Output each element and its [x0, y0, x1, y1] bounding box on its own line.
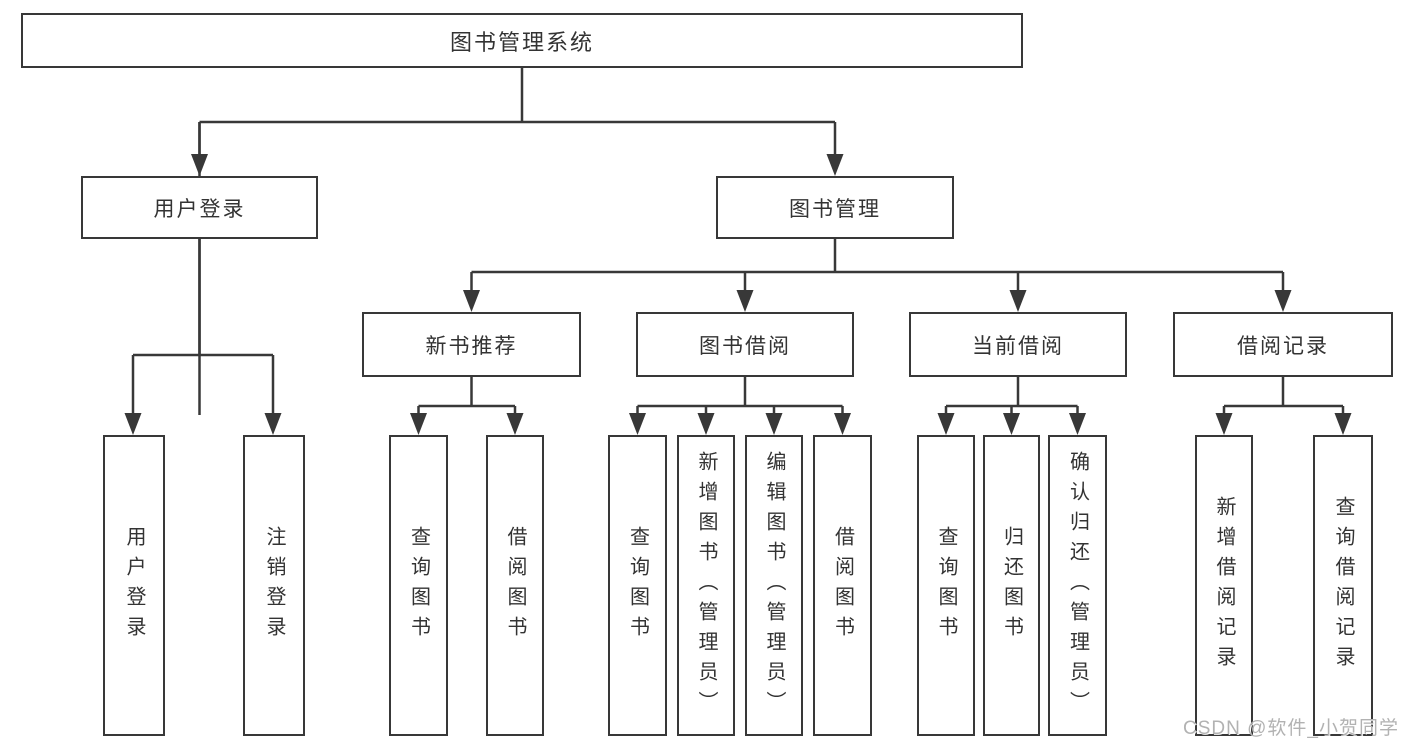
- leaf-user-login: 用户登录: [103, 435, 165, 736]
- leaf-rec-query-books: 查询图书: [389, 435, 448, 736]
- leaf-logout: 注销登录: [243, 435, 305, 736]
- node-user-login-label: 用户登录: [153, 197, 246, 221]
- connector-current-borrow: [944, 377, 1079, 415]
- connector-user-login: [131, 122, 275, 415]
- node-book-mgmt: 图书管理: [716, 176, 954, 239]
- connector-borrow-records: [1222, 377, 1345, 415]
- leaf-borrow-add-books-label: 新增图书（管理员）: [695, 450, 717, 721]
- connector-root: [198, 68, 837, 415]
- csdn-watermark: CSDN @软件_小贺同学: [1183, 718, 1399, 739]
- leaf-current-query-books: 查询图书: [917, 435, 975, 736]
- node-root-label: 图书管理系统: [449, 29, 594, 55]
- leaf-records-query-record-label: 查询借阅记录: [1332, 495, 1354, 676]
- leaf-current-confirm-return: 确认归还（管理员）: [1048, 435, 1107, 736]
- connector-book-mgmt: [470, 239, 1285, 294]
- node-current-borrow-label: 当前借阅: [972, 334, 1064, 358]
- leaf-user-login-label: 用户登录: [123, 525, 145, 646]
- leaf-current-return-books-label: 归还图书: [1000, 525, 1023, 646]
- leaf-borrow-add-books: 新增图书（管理员）: [677, 435, 735, 736]
- leaf-borrow-edit-books-label: 编辑图书（管理员）: [763, 450, 785, 721]
- leaf-rec-borrow-books-label: 借阅图书: [504, 525, 526, 646]
- leaf-borrow-edit-books: 编辑图书（管理员）: [745, 435, 803, 736]
- node-new-book-rec: 新书推荐: [362, 312, 581, 377]
- node-borrow-records-label: 借阅记录: [1237, 334, 1329, 358]
- leaf-borrow-borrow-books-label: 借阅图书: [831, 525, 854, 646]
- node-borrow-records: 借阅记录: [1173, 312, 1393, 377]
- leaf-current-query-books-label: 查询图书: [935, 525, 957, 646]
- connector-book-borrow: [636, 377, 844, 415]
- leaf-logout-label: 注销登录: [263, 525, 285, 646]
- connector-new-book-rec: [417, 377, 517, 415]
- leaf-borrow-query-books: 查询图书: [608, 435, 667, 736]
- leaf-records-query-record: 查询借阅记录: [1313, 435, 1373, 736]
- leaf-current-return-books: 归还图书: [983, 435, 1040, 736]
- leaf-records-add-record: 新增借阅记录: [1195, 435, 1253, 736]
- node-root: 图书管理系统: [21, 13, 1023, 68]
- node-current-borrow: 当前借阅: [909, 312, 1127, 377]
- node-new-book-rec-label: 新书推荐: [425, 334, 518, 358]
- leaf-borrow-borrow-books: 借阅图书: [813, 435, 872, 736]
- arrowhead-icons: [124, 154, 1352, 435]
- leaf-rec-borrow-books: 借阅图书: [486, 435, 544, 736]
- leaf-current-confirm-return-label: 确认归还（管理员）: [1066, 450, 1089, 721]
- node-user-login: 用户登录: [81, 176, 318, 239]
- node-book-borrow: 图书借阅: [636, 312, 854, 377]
- node-book-borrow-label: 图书借阅: [699, 334, 791, 358]
- leaf-records-add-record-label: 新增借阅记录: [1213, 495, 1235, 676]
- leaf-borrow-query-books-label: 查询图书: [626, 525, 649, 646]
- leaf-rec-query-books-label: 查询图书: [407, 525, 430, 646]
- node-book-mgmt-label: 图书管理: [789, 197, 881, 221]
